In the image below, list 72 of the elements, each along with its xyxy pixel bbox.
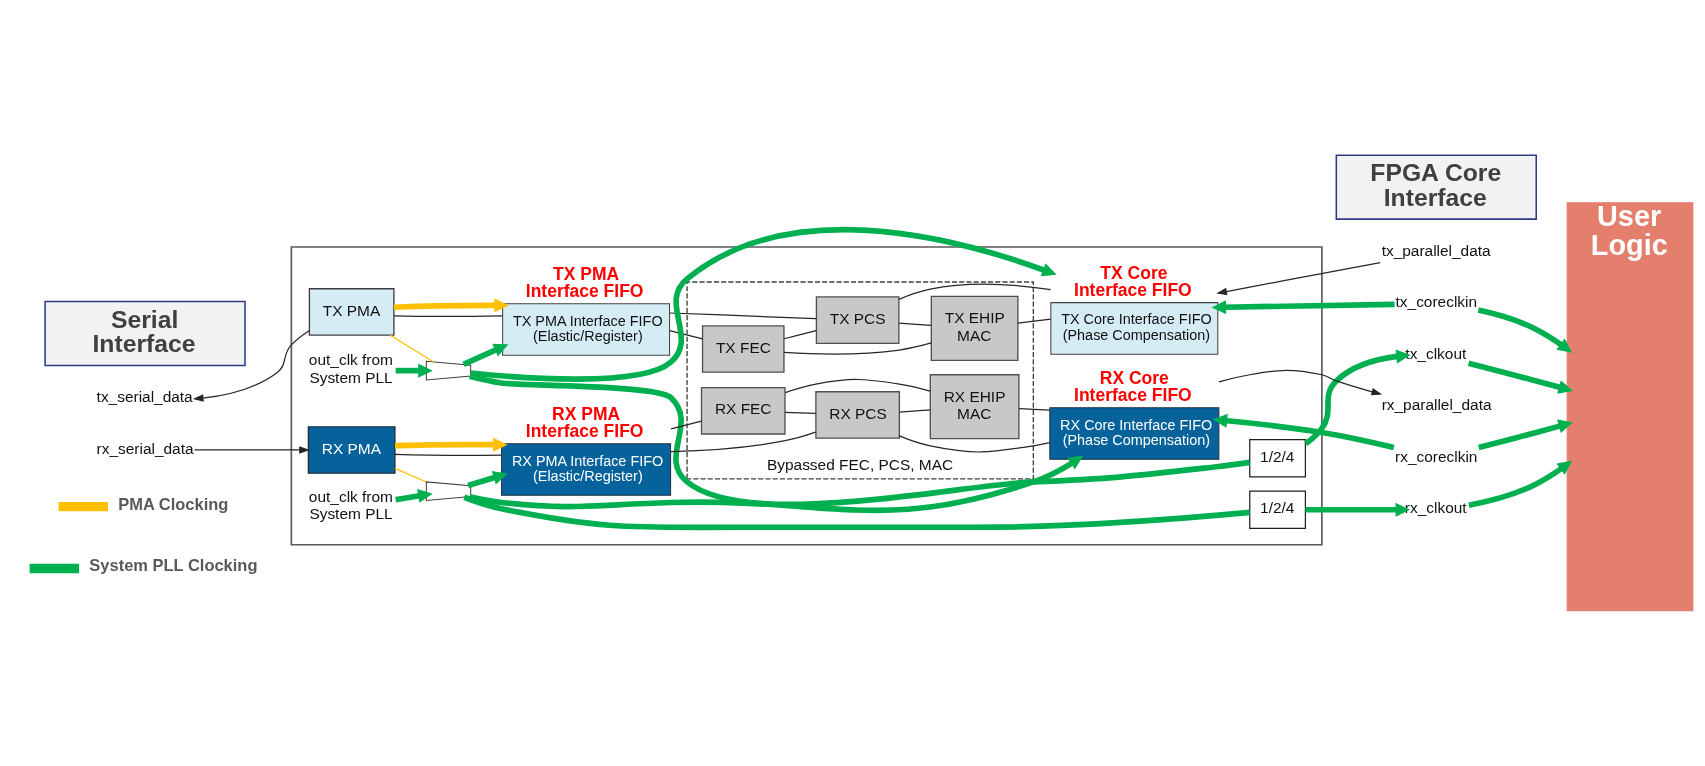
node-box: TX EHIP MAC bbox=[930, 295, 1019, 361]
node-label: TX Core Interface FIFO bbox=[1073, 262, 1192, 301]
arrow bbox=[193, 446, 310, 454]
connector bbox=[898, 322, 932, 326]
node-text: out_clk from System PLL bbox=[308, 351, 393, 386]
cluster bbox=[290, 246, 1323, 546]
node-label: RX PMA Interface FIFO bbox=[525, 403, 643, 442]
connector bbox=[1018, 408, 1050, 411]
connector bbox=[393, 453, 502, 456]
node-box: User Logic bbox=[1566, 202, 1693, 612]
connector bbox=[898, 409, 931, 413]
connector bbox=[1016, 318, 1051, 324]
node-trapezoid bbox=[425, 481, 471, 502]
legend-label: System PLL Clocking bbox=[88, 556, 257, 575]
node-label: RX Core Interface FIFO bbox=[1073, 367, 1192, 406]
arrow bbox=[461, 343, 508, 367]
node-text: rx_coreclkin bbox=[1394, 447, 1477, 465]
arrow bbox=[1477, 419, 1573, 451]
connector bbox=[898, 435, 1050, 453]
node-text: tx_clkout bbox=[1404, 344, 1466, 362]
node-text: rx_serial_data bbox=[96, 439, 194, 457]
node-box: FPGA Core Interface bbox=[1335, 154, 1537, 220]
node-box: TX PCS bbox=[815, 296, 900, 344]
node-box: RX EHIP MAC bbox=[929, 374, 1020, 440]
connector bbox=[392, 315, 503, 317]
node-box: 1/2/4 bbox=[1248, 439, 1306, 478]
node-label: TX PMA Interface FIFO bbox=[525, 263, 643, 302]
node-text: rx_clkout bbox=[1404, 499, 1467, 517]
node-trapezoid bbox=[425, 360, 471, 381]
arrow bbox=[394, 437, 508, 452]
arrow bbox=[1215, 261, 1381, 296]
node-text: rx_parallel_data bbox=[1381, 396, 1492, 414]
connector bbox=[783, 329, 817, 340]
arrow bbox=[395, 363, 433, 378]
legend-label: PMA Clocking bbox=[117, 494, 228, 513]
connector bbox=[669, 420, 702, 430]
arrow bbox=[1212, 413, 1394, 451]
connector bbox=[462, 494, 1250, 531]
node-box: TX FEC bbox=[701, 325, 785, 373]
arrow bbox=[1467, 360, 1573, 394]
arrow bbox=[466, 471, 508, 489]
node-box: Serial Interface bbox=[43, 300, 246, 367]
arrow bbox=[470, 227, 1057, 382]
connector bbox=[389, 334, 434, 363]
node-text: tx_coreclkin bbox=[1395, 293, 1477, 311]
arrow bbox=[1303, 349, 1411, 446]
arrow bbox=[1217, 369, 1382, 396]
node-box: TX PMA bbox=[308, 288, 395, 336]
arrow bbox=[393, 298, 509, 313]
connector bbox=[668, 312, 817, 320]
connector bbox=[784, 411, 816, 415]
arrow bbox=[1467, 460, 1572, 508]
node-box: RX PCS bbox=[814, 391, 900, 439]
node-box: RX FEC bbox=[700, 386, 786, 435]
connector bbox=[468, 373, 1250, 508]
connector bbox=[394, 467, 426, 483]
arrow bbox=[1211, 300, 1395, 315]
arrow bbox=[469, 455, 1083, 514]
arrow bbox=[192, 330, 310, 402]
connector bbox=[669, 431, 816, 453]
connector bbox=[782, 342, 932, 355]
node-box: RX PMA bbox=[307, 426, 396, 474]
node-box: 1/2/4 bbox=[1248, 490, 1306, 529]
arrow bbox=[1477, 307, 1572, 353]
node-text: tx_serial_data bbox=[96, 388, 193, 406]
connector bbox=[784, 378, 931, 394]
connector bbox=[897, 283, 1051, 300]
arrow bbox=[1305, 502, 1410, 517]
connector bbox=[668, 330, 703, 340]
arrow bbox=[394, 489, 433, 503]
node-text: out_clk from System PLL bbox=[308, 487, 393, 523]
node-text: tx_parallel_data bbox=[1381, 241, 1491, 259]
